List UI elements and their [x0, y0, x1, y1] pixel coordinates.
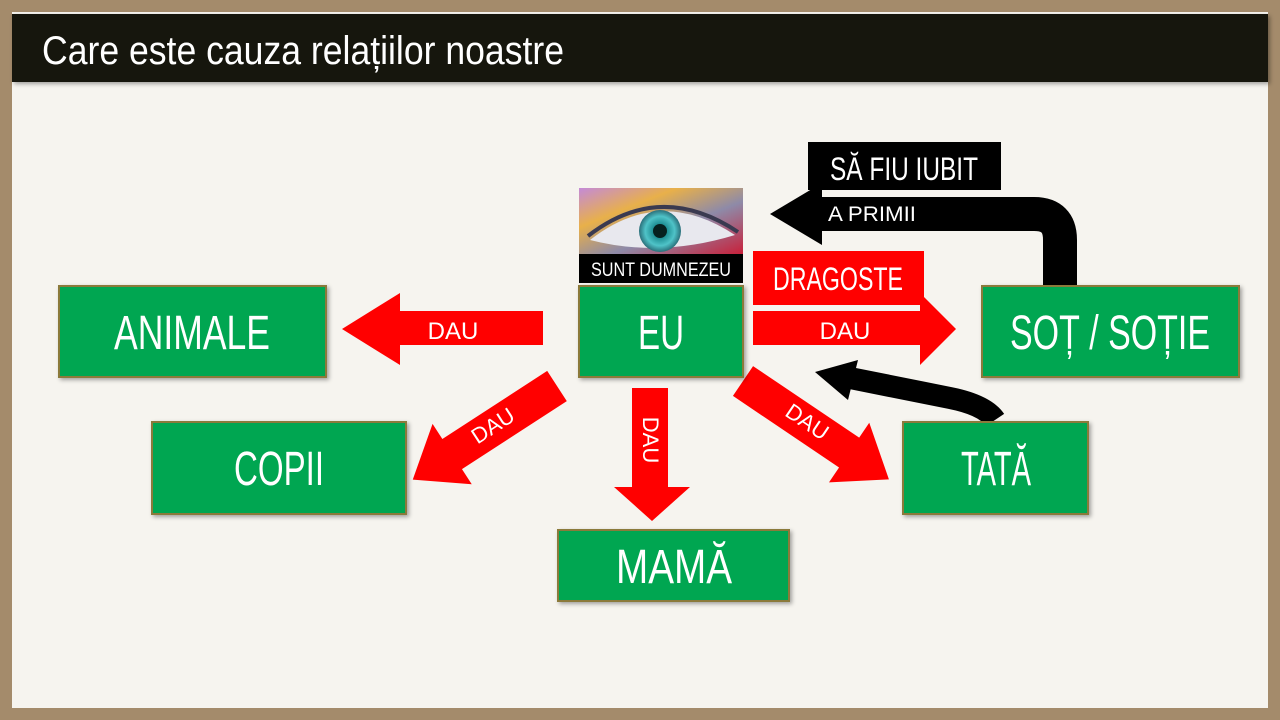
give-arrow-sot [753, 293, 956, 365]
eye-painting-image [579, 188, 743, 254]
node-copii-label: COPII [234, 443, 324, 496]
slide-title: Care este cauza relațiilor noastre [42, 29, 564, 73]
give-arrow-tata [732, 366, 889, 483]
node-sot [981, 285, 1240, 378]
node-eu [578, 285, 744, 378]
node-eu-label: EU [638, 307, 684, 360]
title-bar [12, 14, 1268, 82]
love-box [753, 251, 924, 305]
receive-arrow [770, 183, 1077, 286]
node-copii [151, 421, 407, 515]
eu-caption-box [579, 254, 743, 283]
give-label-mama: DAU [638, 417, 663, 463]
give-arrow-animale [342, 293, 543, 365]
tata-return-arrow [815, 360, 1005, 427]
give-label-animale: DAU [428, 318, 479, 345]
node-tata-label: TATĂ [961, 443, 1031, 496]
node-mama-label: MAMĂ [616, 541, 732, 594]
love-label: DRAGOSTE [773, 261, 903, 297]
node-animale [58, 285, 327, 378]
node-animale-label: ANIMALE [114, 307, 270, 360]
node-tata [902, 421, 1089, 515]
give-label-sot: DAU [820, 318, 871, 345]
give-arrow-mama [614, 388, 690, 521]
eu-caption: SUNT DUMNEZEU [591, 260, 731, 281]
node-mama [557, 529, 790, 602]
node-sot-label: SOȚ / SOȚIE [1010, 307, 1210, 360]
be-loved-label: SĂ FIU IUBIT [830, 151, 978, 187]
receive-label: A PRIMII [828, 203, 916, 226]
be-loved-box [808, 142, 1001, 190]
give-arrow-copii [412, 370, 567, 485]
